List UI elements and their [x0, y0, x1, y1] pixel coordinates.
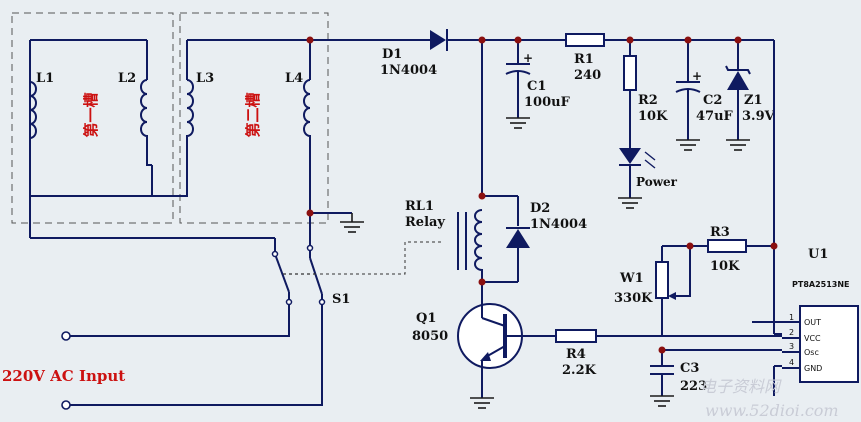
ac-terminal-top	[61, 331, 71, 341]
ic-u1-pin-osc: Osc	[804, 348, 819, 357]
inductor-l1-coil	[29, 81, 37, 196]
ground-symbol-c3	[650, 395, 674, 407]
ic-u1-pin-number-3: 3	[789, 342, 794, 351]
ic-u1-pin-out: OUT	[804, 318, 821, 327]
inductor-l4-label: L4	[285, 71, 303, 86]
capacitor-c2-value: 47uF	[696, 109, 734, 124]
resistor-r3	[707, 239, 747, 253]
capacitor-c1-value: 100uF	[524, 95, 571, 110]
inductor-l2-coil	[140, 79, 152, 166]
capacitor-c3-ref: C3	[680, 361, 699, 376]
zener-z1-ref: Z1	[744, 93, 763, 108]
ground-symbol-l4	[340, 213, 364, 233]
transistor-q1-part: 8050	[412, 329, 448, 344]
ic-u1-body	[799, 305, 859, 383]
transistor-q1	[457, 300, 556, 398]
slot2-box	[179, 12, 329, 224]
junction-dots	[306, 36, 778, 354]
resistor-r4-value: 2.2K	[562, 363, 597, 378]
led-power-label: Power	[636, 175, 678, 189]
wire-ac-input-top	[66, 304, 290, 337]
resistor-r1-value: 240	[574, 68, 601, 83]
diode-d1	[430, 29, 448, 51]
diode-d1-part: 1N4004	[380, 63, 437, 78]
capacitor-c1-ref: C1	[527, 79, 546, 94]
transistor-q1-ref: Q1	[416, 311, 436, 326]
capacitor-c3	[650, 350, 674, 396]
resistor-r3-ref: R3	[710, 225, 730, 240]
ground-symbol-q1	[470, 397, 494, 409]
resistor-r1	[565, 33, 605, 47]
slot1-box	[11, 12, 174, 224]
resistor-r1-ref: R1	[574, 52, 594, 67]
ic-u1-pin-number-4: 4	[789, 358, 794, 367]
potentiometer-w1	[655, 246, 691, 336]
switch-s1	[271, 244, 326, 306]
relay-switch-linkage	[320, 241, 442, 275]
potentiometer-w1-value: 330K	[614, 291, 653, 306]
inductor-l3-label: L3	[196, 71, 214, 86]
wire-ac-input-bottom	[66, 304, 323, 406]
inductor-l4-coil	[303, 79, 311, 160]
svg-text:+: +	[692, 69, 702, 83]
ac-input-label: 220V AC Input	[2, 367, 125, 385]
inductor-l1-label: L1	[36, 71, 54, 86]
zener-z1-value: 3.9V	[742, 109, 776, 124]
resistor-r2-value: 10K	[638, 109, 668, 124]
resistor-r3-value: 10K	[710, 259, 740, 274]
inductor-l2-label: L2	[118, 71, 136, 86]
ic-u1-pin-number-1: 1	[789, 313, 794, 322]
wire-l2-l3-bridge	[151, 165, 188, 197]
svg-text:+: +	[523, 51, 533, 65]
slot2-label: 第二槽	[244, 92, 262, 137]
watermark-text: 电子资料网	[700, 377, 782, 396]
diode-d1-ref: D1	[382, 47, 402, 62]
watermark-url: www.52dioi.com	[705, 401, 839, 420]
ground-symbol-c2	[676, 139, 700, 151]
resistor-r4	[555, 329, 597, 343]
relay-rl1	[457, 209, 483, 300]
diode-d2	[506, 227, 530, 282]
relay-rl1-ref: RL1	[405, 199, 434, 214]
capacitor-c2: +	[675, 40, 702, 140]
resistor-r2-ref: R2	[638, 93, 658, 108]
potentiometer-w1-ref: W1	[619, 271, 644, 286]
switch-s1-label: S1	[332, 292, 350, 307]
inductor-l3-coil	[186, 79, 194, 165]
ic-u1-pin-gnd: GND	[804, 364, 822, 373]
ground-symbol-z1	[726, 139, 750, 151]
led-power	[619, 148, 656, 198]
ground-symbol-c1	[506, 117, 530, 129]
resistor-r2	[623, 55, 637, 91]
ground-symbol-led	[618, 197, 642, 209]
capacitor-c3-value: 223	[680, 379, 707, 394]
diode-d2-ref: D2	[530, 201, 550, 216]
ac-terminal-bottom	[61, 400, 71, 410]
ic-u1-ref: U1	[808, 247, 828, 262]
ic-u1-part: PT8A2513NE	[792, 280, 850, 289]
resistor-r4-ref: R4	[566, 347, 586, 362]
capacitor-c1: +	[505, 40, 533, 118]
capacitor-c2-ref: C2	[703, 93, 722, 108]
ic-u1-pin-vcc: VCC	[804, 334, 821, 343]
diode-d2-part: 1N4004	[530, 217, 587, 232]
zener-z1	[725, 40, 751, 140]
ic-u1-pin-number-2: 2	[789, 328, 794, 337]
slot1-label: 第一槽	[82, 92, 100, 137]
relay-rl1-name: Relay	[405, 215, 445, 230]
